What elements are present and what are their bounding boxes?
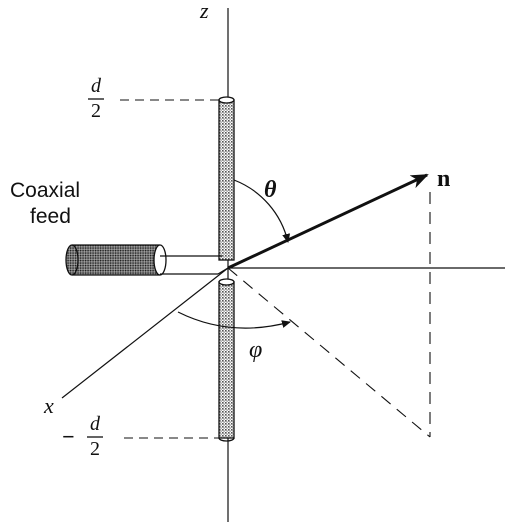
phi-arc [177, 311, 291, 329]
x-axis-label: x [43, 393, 54, 418]
n-vector-label: n [437, 166, 450, 192]
bottom-minus-d-over-2-label: − d 2 [62, 413, 103, 460]
n-vector-arrow [227, 173, 429, 270]
bottom-sign: − [62, 424, 75, 449]
x-axis-line [61, 267, 229, 399]
coaxial-feed-label-line1: Coaxial [10, 179, 80, 202]
z-axis-label: z [199, 0, 209, 23]
bottom-denominator: 2 [90, 438, 100, 460]
theta-label: θ [264, 177, 277, 203]
coaxial-feed [65, 244, 229, 276]
phi-label: φ [249, 337, 262, 363]
bottom-numerator: d [90, 413, 101, 435]
theta-arc [233, 179, 291, 243]
top-denominator: 2 [91, 100, 101, 122]
upper-dipole-arm [218, 96, 235, 261]
lower-dipole-arm [218, 278, 235, 442]
top-numerator: d [91, 75, 102, 97]
top-d-over-2-label: d 2 [88, 75, 104, 122]
coaxial-feed-label-line2: feed [30, 205, 71, 228]
projection-dash [227, 267, 431, 438]
